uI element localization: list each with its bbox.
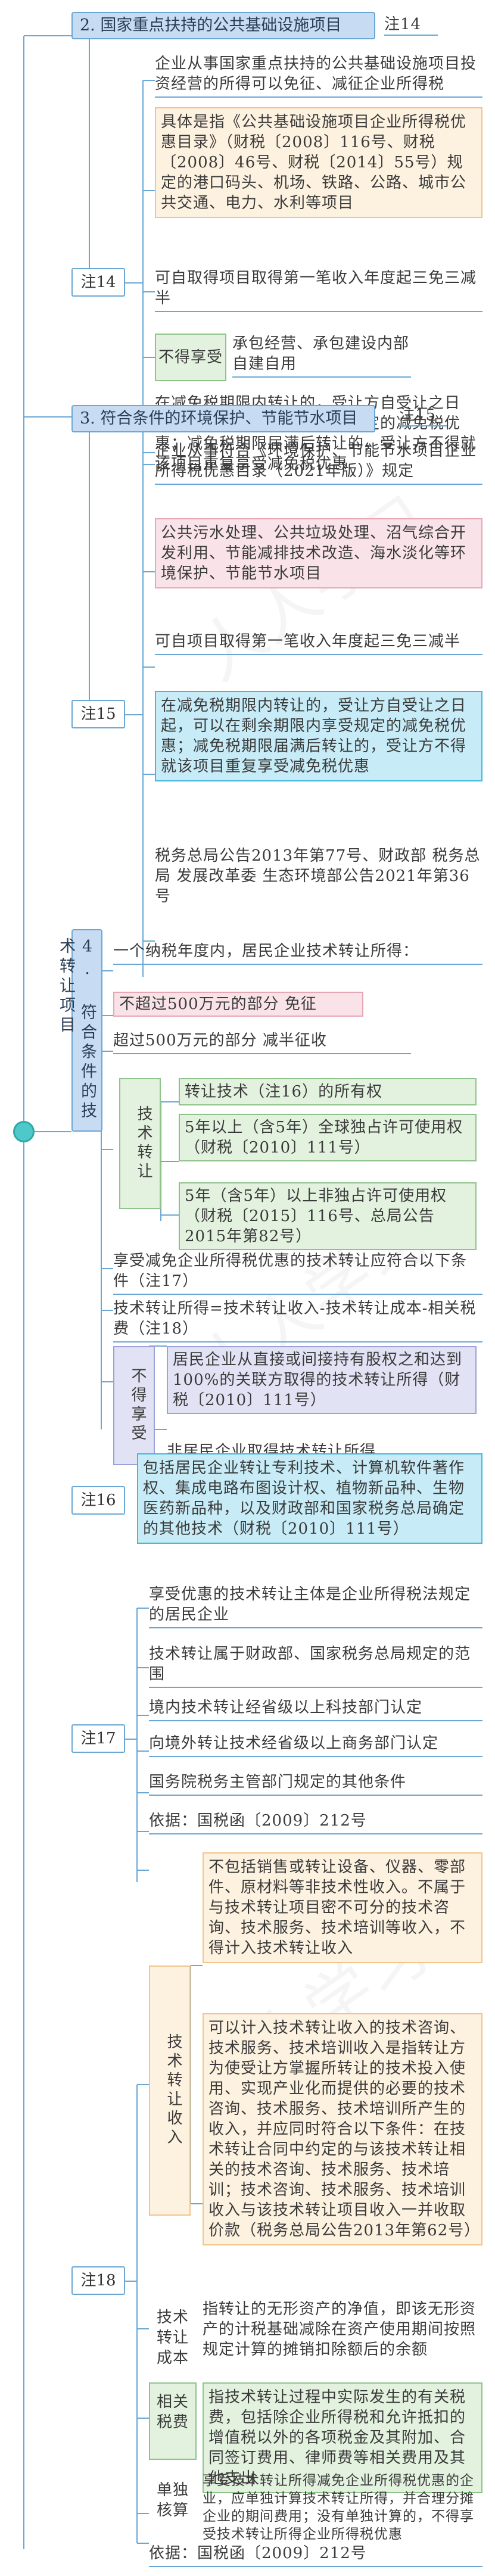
n18-tax-text: 指技术转让过程中实际发生的有关税费，包括除企业所得税和允许抵扣的增值税以外的各项… [203, 2382, 482, 2493]
note-18-box[interactable]: 注18 [71, 2266, 125, 2295]
section-4-title[interactable]: 4. 符合条件的技术转让项目 [57, 929, 102, 1132]
s4-r1: 不超过500万元的部分 免征 [113, 992, 363, 1017]
s3-p3: 可自项目取得第一笔收入年度起三免三减半 [155, 631, 482, 655]
section-3-title[interactable]: 3. 符合条件的环境保护、节能节水项目 [71, 405, 375, 432]
root-node[interactable] [13, 1121, 35, 1142]
s4-intro: 一个纳税年度内，居民企业技术转让所得： [113, 941, 482, 965]
note-16-box[interactable]: 注16 [71, 1486, 125, 1515]
s4-tt-head: 转让技术（注16）的所有权 [179, 1078, 477, 1105]
s4-p5: 享受减免企业所得税优惠的技术转让应符合以下条件（注17） [113, 1251, 482, 1295]
s4-tt-a: 5年以上（含5年）全球独占许可使用权（财税〔2010〕111号） [179, 1114, 477, 1161]
section-2-tag: 注14 [384, 14, 438, 36]
n17-p6: 依据：国税函〔2009〕212号 [149, 1811, 482, 1834]
s4-no-a: 居民企业从直接或间接持有股权之和达到100%的关联方取得的技术转让所得（财税〔2… [167, 1346, 477, 1414]
n18-income-label: 技术转让收入 [149, 1966, 191, 2216]
s4-p6: 技术转让所得=技术转让收入-技术转让成本-相关税费（注18） [113, 1298, 482, 1342]
note-15-box[interactable]: 注15 [71, 700, 125, 728]
n18-basis: 依据：国税函〔2009〕212号 [149, 2543, 482, 2567]
note-17-box[interactable]: 注17 [71, 1724, 125, 1753]
section-2-title[interactable]: 2. 国家重点扶持的公共基础设施项目 [71, 12, 375, 39]
n18-cost-text: 指转让的无形资产的净值，即该无形资产的计税基础减除在资产使用期间按照规定计算的摊… [203, 2300, 477, 2359]
s4-r2: 超过500万元的部分 减半征收 [113, 1030, 411, 1054]
s4-tt-b: 5年（含5年）以上非独占许可使用权（财税〔2015〕116号、总局公告2015年… [179, 1182, 477, 1250]
section-3-tag: 注15 [399, 405, 447, 426]
n17-p3: 境内技术转让经省级以上科技部门认定 [149, 1697, 482, 1721]
n18-income-a: 不包括销售或转让设备、仪器、零部件、原材料等非技术性收入。不属于与技术转让项目密… [203, 1852, 482, 1963]
s2-p1: 企业从事国家重点扶持的公共基础设施项目投资经营的所得可以免征、减征企业所得税 [155, 54, 482, 98]
s2-p2: 具体是指《公共基础设施项目企业所得税优惠目录》（财税〔2008〕116号、财税〔… [155, 107, 482, 218]
s3-p4: 在减免税期限内转让的，受让方自受让之日起，可以在剩余期限内享受规定的减免税优惠；… [155, 691, 482, 781]
s2-no-text: 承包经营、承包建设内部自建自用 [232, 334, 411, 378]
n18-income-b: 可以计入技术转让收入的技术咨询、技术服务、技术培训收入是指转让方为使受让方掌握所… [203, 2013, 482, 2245]
n17-p5: 国务院税务主管部门规定的其他条件 [149, 1772, 482, 1796]
n18-acct-label: 单独核算 [156, 2481, 189, 2519]
s4-no-label: 不得享受 [113, 1346, 155, 1465]
note-14-box[interactable]: 注14 [71, 268, 125, 297]
n18-tax-label: 相关税费 [149, 2382, 197, 2460]
n16-text: 包括居民企业转让专利技术、计算机软件著作权、集成电路布图设计权、植物新品种、生物… [137, 1453, 482, 1544]
n17-p2: 技术转让属于财政部、国家税务总局规定的范围 [149, 1644, 482, 1688]
n17-p1: 享受优惠的技术转让主体是企业所得税法规定的居民企业 [149, 1584, 482, 1628]
s2-no-label: 不得享受 [155, 334, 226, 381]
n18-cost-label: 技术转让成本 [156, 2309, 189, 2367]
n18-acct-text: 享受技术转让所得减免企业所得税优惠的企业，应单独计算技术转让所得，并合理分摊企业… [203, 2473, 474, 2542]
s3-p5: 税务总局公告2013年第77号、财政部 税务总局 发展改革委 生态环境部公告20… [155, 847, 481, 905]
s3-p1: 企业从事符合《环境保护、节能节水项目企业所得税优惠目录（2021年版）》规定 [155, 441, 482, 485]
s3-p2: 公共污水处理、公共垃圾处理、沼气综合开发利用、节能减排技术改造、海水淡化等环境保… [155, 518, 482, 588]
n17-p4: 向境外转让技术经省级以上商务部门认定 [149, 1733, 482, 1757]
s2-p3: 可自取得项目取得第一笔收入年度起三免三减半 [155, 268, 482, 312]
s4-tt-label: 技术转让 [119, 1078, 161, 1209]
